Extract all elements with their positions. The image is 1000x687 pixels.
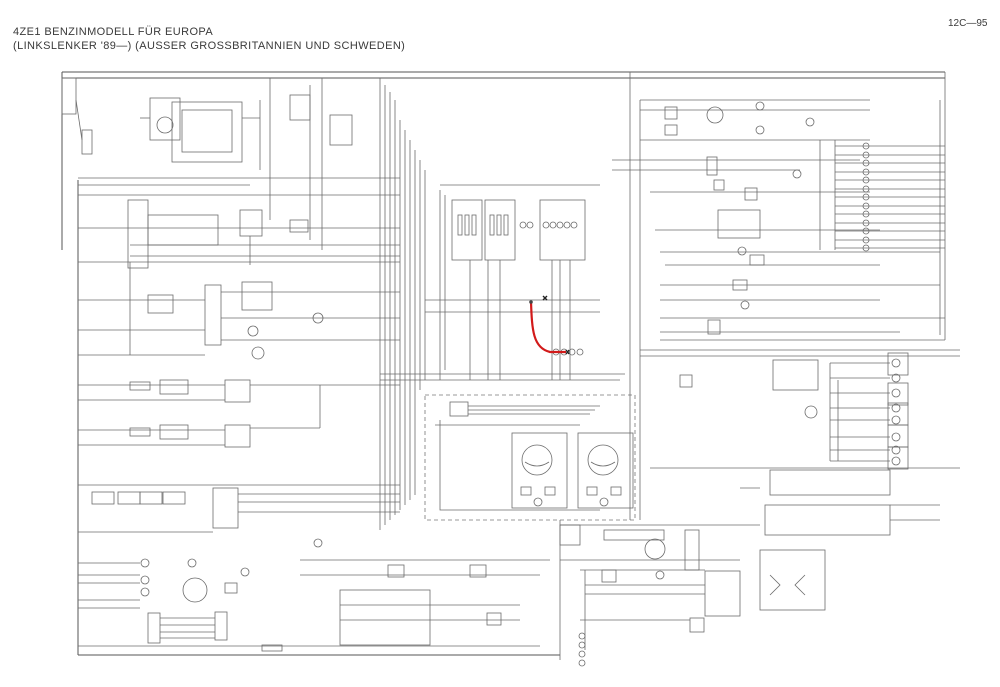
wiper-motor-right [577, 432, 634, 509]
fuse-strip-bottom-left [147, 611, 283, 652]
title-line-1: 4ZE1 BENZINMODELL FÜR EUROPA [13, 26, 214, 38]
cut-marker-icon [565, 349, 570, 355]
connector-column-right [819, 140, 945, 252]
instrument-cluster [380, 184, 625, 381]
ignition-module [259, 78, 353, 250]
fuse-box-left [61, 77, 93, 155]
wiper-section [424, 394, 636, 521]
central-harness-bundle [379, 78, 426, 530]
switch-cluster-bottom-left [78, 484, 400, 533]
control-unit-bottom-center [559, 520, 760, 667]
horn-and-buzzer [78, 558, 250, 647]
control-unit-ecu [127, 199, 309, 269]
wiper-motor-left [511, 432, 568, 509]
horizontal-wires-upper-left [78, 177, 400, 263]
power-window-module [740, 469, 940, 611]
relay-block-center-right [612, 156, 945, 388]
title-line-2: (LINKSLENKER '89—) (AUSSER GROSSBRITANNI… [13, 40, 406, 52]
cut-marker-icon [542, 295, 548, 301]
seat-heater-left [78, 379, 400, 403]
diagram-title: 4ZE1 BENZINMODELL FÜR EUROPA (LINKSLENKE… [13, 25, 405, 53]
lamp-array-right [640, 349, 960, 470]
relay-block-top-left [140, 97, 260, 163]
temperature-control-module [78, 262, 400, 360]
relay-panel-top-right [629, 72, 870, 520]
main-bus-lines [61, 71, 946, 656]
highlighted-wire [529, 301, 566, 354]
page-number: 12C—95 [948, 18, 988, 29]
wire-junction [529, 300, 533, 304]
misc-bottom-middle [250, 538, 550, 647]
seat-heater-right [78, 385, 321, 448]
